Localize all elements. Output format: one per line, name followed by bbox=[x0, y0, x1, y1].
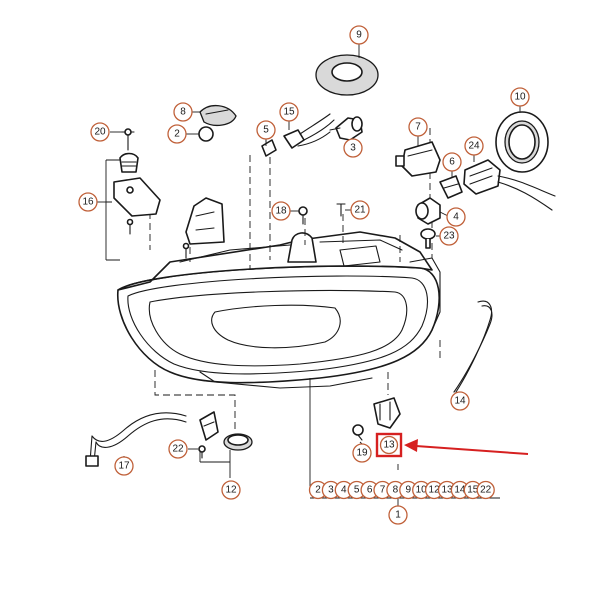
svg-text:22: 22 bbox=[172, 444, 184, 455]
callout-12[interactable]: 12 bbox=[221, 480, 241, 500]
part-24-wiring-connector bbox=[463, 154, 556, 211]
callout-16[interactable]: 16 bbox=[78, 192, 98, 212]
bottom-callout-22[interactable]: 22 bbox=[476, 480, 495, 500]
callout-14[interactable]: 14 bbox=[450, 391, 470, 411]
part-23-grommet bbox=[420, 228, 440, 249]
svg-text:21: 21 bbox=[354, 205, 366, 216]
bottom-callout-7[interactable]: 7 bbox=[373, 480, 392, 500]
svg-text:2: 2 bbox=[174, 129, 180, 140]
callout-13-highlighted[interactable]: 13 bbox=[375, 432, 403, 458]
callout-9[interactable]: 9 bbox=[349, 25, 369, 45]
svg-text:20: 20 bbox=[94, 127, 106, 138]
bottom-callout-label: 8 bbox=[393, 485, 399, 496]
bottom-callout-13[interactable]: 13 bbox=[437, 480, 457, 500]
bottom-callout-4[interactable]: 4 bbox=[334, 480, 353, 500]
callout-8[interactable]: 8 bbox=[173, 102, 193, 122]
part-3-bulb bbox=[329, 116, 363, 141]
bottom-callout-label: 2 bbox=[315, 485, 321, 496]
callout-24[interactable]: 24 bbox=[464, 136, 484, 156]
part-8-side-lens bbox=[199, 105, 237, 127]
bottom-callout-label: 14 bbox=[454, 485, 466, 496]
svg-text:19: 19 bbox=[356, 448, 368, 459]
svg-text:3: 3 bbox=[350, 143, 356, 154]
bottom-callout-label: 13 bbox=[441, 485, 453, 496]
bottom-callout-label: 9 bbox=[406, 485, 412, 496]
part-7-control-module bbox=[395, 136, 441, 177]
svg-text:15: 15 bbox=[283, 107, 295, 118]
part-18-screw bbox=[290, 206, 308, 225]
bottom-callout-label: 12 bbox=[429, 485, 441, 496]
callout-18[interactable]: 18 bbox=[271, 201, 291, 221]
callout-23[interactable]: 23 bbox=[439, 226, 459, 246]
callout-7[interactable]: 7 bbox=[408, 117, 428, 137]
bottom-callout-label: 5 bbox=[354, 485, 360, 496]
bottom-callout-label: 15 bbox=[467, 485, 479, 496]
callout-17[interactable]: 17 bbox=[114, 456, 134, 476]
bottom-callout-label: 4 bbox=[341, 485, 347, 496]
headlight-housing bbox=[117, 231, 441, 389]
callout-2[interactable]: 2 bbox=[167, 124, 187, 144]
bottom-callout-label: 3 bbox=[328, 485, 334, 496]
svg-text:7: 7 bbox=[415, 122, 421, 133]
callout-20[interactable]: 20 bbox=[90, 122, 110, 142]
part-17-washer-hose bbox=[85, 412, 187, 467]
bottom-callout-label: 6 bbox=[367, 485, 373, 496]
part-22-screw bbox=[188, 445, 206, 459]
part-9-cover-cap bbox=[315, 44, 379, 96]
bottom-callout-label: 7 bbox=[380, 485, 386, 496]
svg-text:1: 1 bbox=[395, 510, 401, 521]
part-19-screw bbox=[352, 424, 364, 445]
callout-19[interactable]: 19 bbox=[352, 443, 372, 463]
part-16-mounting-bracket bbox=[105, 152, 190, 261]
lower-bracket bbox=[185, 197, 225, 245]
svg-text:4: 4 bbox=[453, 212, 459, 223]
highlight-arrow bbox=[404, 439, 529, 455]
part-14-seal-strip bbox=[453, 300, 493, 393]
callout-15[interactable]: 15 bbox=[279, 102, 299, 122]
part-15-bulb-socket bbox=[283, 113, 335, 149]
callout-1[interactable]: 1 bbox=[388, 505, 408, 525]
svg-text:12: 12 bbox=[225, 485, 237, 496]
svg-text:5: 5 bbox=[263, 125, 269, 136]
part-13-retaining-clip bbox=[373, 397, 401, 429]
bottom-callout-label: 10 bbox=[416, 485, 428, 496]
callout-5[interactable]: 5 bbox=[256, 120, 276, 140]
part-4-bulb bbox=[415, 197, 449, 225]
part-5-small-bulb bbox=[261, 138, 277, 157]
callout-10[interactable]: 10 bbox=[510, 87, 530, 107]
svg-text:9: 9 bbox=[356, 30, 362, 41]
part-12-adjuster-assembly bbox=[199, 411, 253, 478]
svg-text:8: 8 bbox=[180, 107, 186, 118]
svg-text:14: 14 bbox=[454, 396, 466, 407]
svg-text:16: 16 bbox=[82, 197, 94, 208]
part-2-bulb bbox=[186, 126, 214, 142]
svg-text:17: 17 bbox=[118, 461, 130, 472]
svg-text:18: 18 bbox=[275, 206, 287, 217]
callout-3[interactable]: 3 bbox=[343, 138, 363, 158]
callout-6[interactable]: 6 bbox=[442, 152, 462, 172]
part-20-screw bbox=[121, 128, 135, 151]
svg-text:13: 13 bbox=[383, 440, 395, 451]
svg-text:10: 10 bbox=[514, 92, 526, 103]
callout-22[interactable]: 22 bbox=[168, 439, 188, 459]
callout-4[interactable]: 4 bbox=[446, 207, 466, 227]
part-6-bulb-holder bbox=[439, 170, 463, 199]
svg-text:24: 24 bbox=[468, 141, 480, 152]
svg-text:23: 23 bbox=[443, 231, 455, 242]
part-21-screw bbox=[336, 203, 351, 217]
svg-text:6: 6 bbox=[449, 157, 455, 168]
part-10-seal-ring bbox=[495, 106, 549, 173]
bottom-callout-label: 22 bbox=[480, 485, 492, 496]
callout-21[interactable]: 21 bbox=[350, 200, 370, 220]
